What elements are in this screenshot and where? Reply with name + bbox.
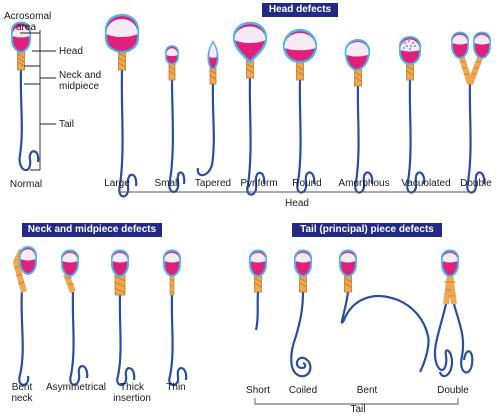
- head-defect-label: Pyriform: [240, 178, 278, 189]
- tail-group-bracket: [254, 398, 459, 405]
- neck-defect-label: Bent neck: [11, 382, 33, 404]
- sperm-double-head: [451, 31, 491, 194]
- tail-defect-label: Short: [246, 385, 270, 396]
- sperm-thick-insertion: [111, 249, 136, 387]
- tail-part-label: Tail: [59, 119, 75, 130]
- tail-defect-label: Bent: [356, 385, 378, 396]
- sperm-small: [165, 45, 186, 193]
- tail-defects-banner: Tail (principal) piece defects: [292, 223, 442, 237]
- head-defect-label: Amorphous: [338, 178, 390, 189]
- sperm-double-tail: [433, 249, 474, 378]
- acrosomal-area-label: Acrosomal area: [4, 11, 52, 33]
- tail-group-label: Tail: [350, 404, 366, 415]
- tail-defect-label: Double: [437, 385, 469, 396]
- sperm-asymmetrical: [61, 249, 89, 386]
- normal-label: Normal: [9, 179, 43, 190]
- sperm-round: [282, 28, 318, 194]
- neck-defect-label: Asymmetrical: [45, 382, 107, 393]
- sperm-short-tail: [249, 249, 267, 331]
- head-part-label: Head: [59, 46, 83, 57]
- neck-defect-label: Thin: [166, 382, 186, 393]
- sperm-tapered: [196, 40, 219, 177]
- sperm-vacuolated: [399, 36, 426, 194]
- head-defect-label: Tapered: [194, 178, 232, 189]
- sperm-large: [104, 14, 140, 198]
- head-group-bracket: [119, 185, 476, 193]
- sperm-thin-midpiece: [163, 249, 188, 387]
- tail-defect-label: Coiled: [288, 385, 318, 396]
- sperm-coiled-tail: [290, 249, 312, 378]
- head-defects-banner: Head defects: [262, 3, 338, 17]
- sperm-amorphous: [344, 38, 374, 194]
- normal-sperm: [11, 21, 40, 172]
- head-defect-label: Large: [104, 178, 130, 189]
- head-group-label: Head: [285, 198, 309, 209]
- sperm-bent-tail: [339, 249, 430, 373]
- neck-midpiece-defects-banner: Neck and midpiece defects: [22, 223, 162, 237]
- head-defect-label: Double: [460, 178, 492, 189]
- sperm-bent-neck: [12, 246, 37, 386]
- neck-midpiece-label: Neck and midpiece: [59, 70, 102, 92]
- head-defect-label: Vacuolated: [401, 178, 451, 189]
- normal-bracket: [20, 30, 56, 171]
- neck-defect-label: Thick insertion: [113, 382, 151, 404]
- sperm-pyriform: [232, 21, 268, 196]
- head-defect-label: Round: [292, 178, 322, 189]
- head-defect-label: Small: [154, 178, 180, 189]
